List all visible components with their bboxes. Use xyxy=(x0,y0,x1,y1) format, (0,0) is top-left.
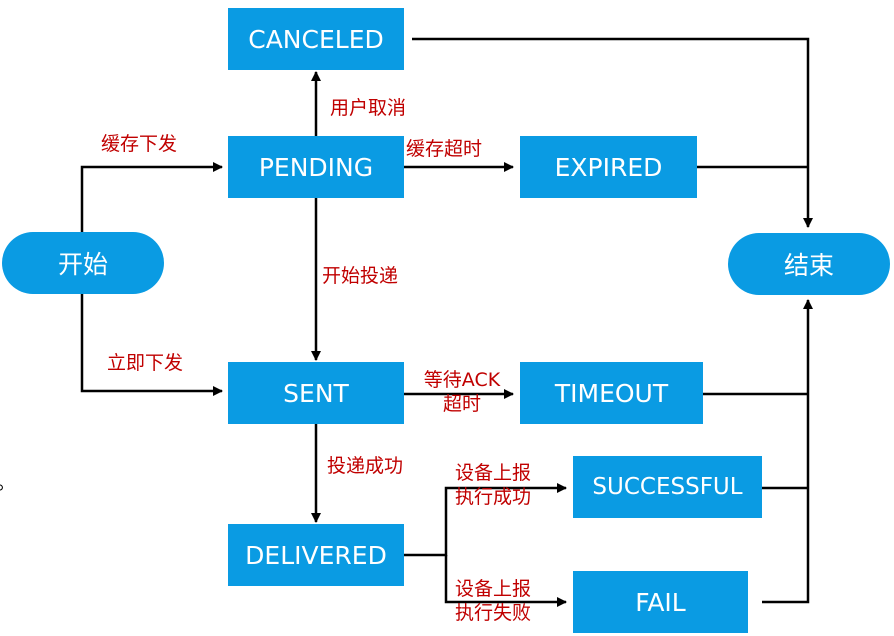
node-delivered: DELIVERED xyxy=(228,524,404,586)
label-report-success-line1: 设备上报 xyxy=(455,462,532,484)
node-fail: FAIL xyxy=(573,571,748,633)
label-report-fail-line1: 设备上报 xyxy=(455,578,532,600)
label-report-success: 设备上报 执行成功 xyxy=(455,461,531,509)
label-ack-timeout-line1: 等待ACK xyxy=(423,369,501,391)
node-start: 开始 xyxy=(2,232,164,294)
label-start-deliver: 开始投递 xyxy=(322,265,399,287)
node-timeout: TIMEOUT xyxy=(520,362,703,424)
node-expired: EXPIRED xyxy=(520,136,697,198)
label-user-cancel: 用户取消 xyxy=(330,97,407,119)
edge-canceled-to-end xyxy=(412,37,813,228)
node-pending: PENDING xyxy=(228,136,404,198)
label-ack-timeout: 等待ACK 超时 xyxy=(410,368,514,416)
node-sent: SENT xyxy=(228,362,404,424)
stray-punctuation: 。 xyxy=(0,466,16,495)
label-report-fail-line2: 执行失败 xyxy=(455,602,532,624)
edge-start-to-pending xyxy=(80,162,223,232)
edge-delivered-to-fail xyxy=(444,555,567,607)
edge-start-to-sent xyxy=(80,294,223,396)
label-report-fail: 设备上报 执行失败 xyxy=(455,577,531,625)
node-successful: SUCCESSFUL xyxy=(573,456,762,518)
label-send-now: 立即下发 xyxy=(107,352,184,374)
label-cache-send: 缓存下发 xyxy=(101,133,178,155)
edge-fail-to-end xyxy=(762,299,813,604)
edge-delivered-to-successful xyxy=(404,483,567,557)
node-end: 结束 xyxy=(728,233,890,295)
label-cache-timeout: 缓存超时 xyxy=(406,138,483,160)
label-ack-timeout-line2: 超时 xyxy=(442,393,481,415)
label-report-success-line2: 执行成功 xyxy=(455,486,532,508)
label-deliver-success: 投递成功 xyxy=(327,455,404,477)
node-canceled: CANCELED xyxy=(228,8,404,70)
